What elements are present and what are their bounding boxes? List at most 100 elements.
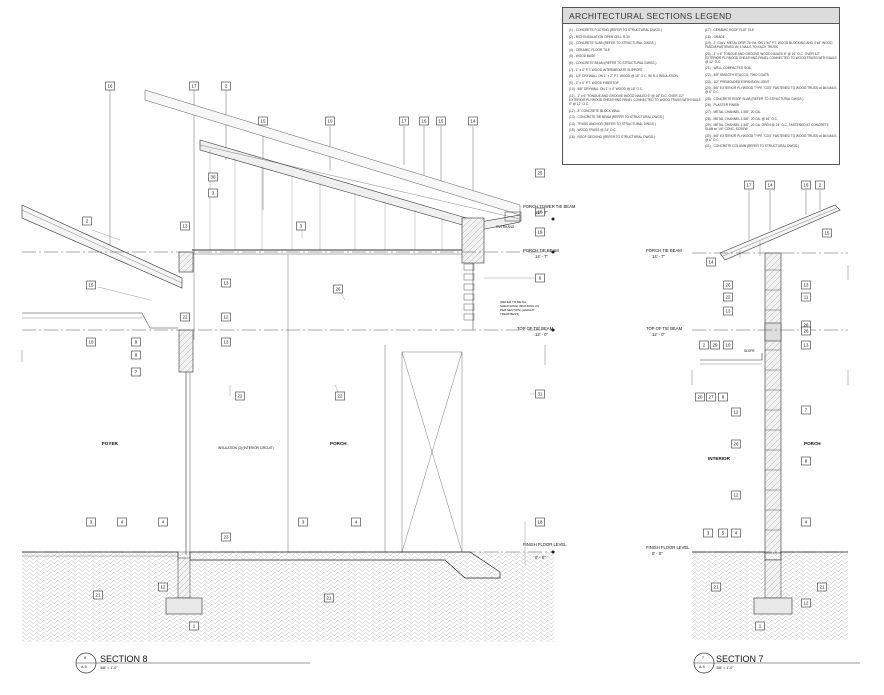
keynote-number: 15 bbox=[89, 283, 94, 288]
section-8-keynote-tag: 6 bbox=[535, 273, 545, 283]
keynote-number: 23 bbox=[224, 535, 229, 540]
level-label-porch-tower: PORCH TOWER TIE BEAM bbox=[523, 204, 576, 209]
level-label-top-of-tie-beam: TOP OF TIE BEAM bbox=[517, 326, 554, 331]
legend-item: (6) - CONCRETE BEAM (REFER TO STRUCTURAL… bbox=[569, 60, 657, 65]
section-7-keynote-tag: 26 bbox=[723, 280, 733, 290]
room-label-interior: INTERIOR bbox=[708, 456, 730, 461]
keynote-number: 14 bbox=[471, 119, 476, 124]
keynote-number: 13 bbox=[726, 309, 731, 314]
keynote-number: 17 bbox=[402, 119, 407, 124]
legend-item: (1) - CONCRETE FOOTING (REFER TO STRUCTU… bbox=[569, 28, 662, 32]
keynote-number: 3 bbox=[300, 224, 303, 229]
overhang-note: OVERHANG bbox=[496, 225, 515, 229]
section-7-keynote-tag: 21 bbox=[711, 582, 721, 592]
section-7-drawing bbox=[691, 190, 849, 640]
section-8-column-reinforcement bbox=[463, 263, 475, 321]
section-8-keynote-tag: 4 bbox=[351, 517, 361, 527]
section-8-number: 8 bbox=[84, 656, 86, 660]
keynote-number: 22 bbox=[238, 394, 243, 399]
section-7-keynote-tag: 4 bbox=[731, 528, 741, 538]
section-8-keynote-tag: 16 bbox=[105, 81, 115, 91]
section-8-keynote-tag: 14 bbox=[468, 116, 478, 126]
section-7-keynote-tag: 29 bbox=[710, 340, 720, 350]
legend-column-1: (1) - CONCRETE FOOTING (REFER TO STRUCTU… bbox=[569, 28, 701, 142]
section-8-porch-tower-beam bbox=[461, 217, 485, 264]
room-label-foyer: FOYER bbox=[102, 441, 118, 446]
section-8-tie-beam-lower bbox=[178, 329, 194, 373]
keynote-number: 14 bbox=[768, 183, 773, 188]
keynote-number: 21 bbox=[714, 585, 719, 590]
section-8-scale: 3/8" = 1'-0" bbox=[100, 666, 118, 670]
legend-item: (14) - TRUSS ANCHOR (REFER TO STRUCTURAL… bbox=[569, 121, 656, 126]
section-8-keynote-tag: 15 bbox=[86, 280, 96, 290]
section-8-keynote-tag: 13 bbox=[221, 278, 231, 288]
section-8-keynote-tag: 30 bbox=[208, 172, 218, 182]
keynote-number: 5 bbox=[722, 531, 725, 536]
legend-item: (19) - 2" GALV. METAL DRIP, 26 GA. ON 1"… bbox=[705, 41, 833, 50]
section-7-keynote-tag: 4 bbox=[801, 517, 811, 527]
keynote-number: 3 bbox=[212, 191, 215, 196]
section-7-keynote-tag: 26 bbox=[731, 439, 741, 449]
section-7-keynote-tag: 2 bbox=[815, 180, 825, 190]
section-7-keynote-tag: 17 bbox=[744, 180, 754, 190]
keynote-number: 8 bbox=[722, 395, 725, 400]
s7-level-label-top-of-tie-beam: TOP OF TIE BEAM bbox=[646, 326, 683, 331]
section-7-gridlines bbox=[748, 190, 821, 240]
section-8-title: SECTION 8 bbox=[100, 654, 148, 664]
level-label-finish-floor: FINISH FLOOR LEVEL bbox=[523, 542, 567, 547]
keynote-number: 2 bbox=[225, 84, 228, 89]
keynote-number: 12 bbox=[804, 601, 809, 606]
keynote-number: 13 bbox=[224, 281, 229, 286]
legend-item: (16) - ROOF DECKING (REFER TO STRUCTURAL… bbox=[569, 134, 656, 139]
level-elev-porch-tie-beam: 14' - 7" bbox=[535, 254, 548, 259]
section-8-keynote-tag: 21 bbox=[93, 590, 103, 600]
keynote-number: 14 bbox=[709, 260, 714, 265]
section-7-keynote-tag: 13 bbox=[801, 340, 811, 350]
section-8-soffit bbox=[22, 312, 178, 329]
keynote-number: 18 bbox=[538, 520, 543, 525]
legend-item: (24) - 5/8" EXTERIOR PLYWOOD TYPE "CDX" … bbox=[705, 86, 837, 95]
legend-item: (9) - 1" x 4" P.T. WOOD FIRESTOP bbox=[569, 80, 619, 85]
section-7-keynote-tag: 22 bbox=[723, 292, 733, 302]
section-8-keynote-tag: 17 bbox=[189, 81, 199, 91]
section-8-keynote-tag: 25 bbox=[535, 168, 545, 178]
keynote-number: 18 bbox=[538, 210, 543, 215]
legend-item: (21) - WELL COMPACTED SOIL bbox=[705, 66, 752, 71]
room-label-porch-right: PORCH bbox=[804, 441, 821, 446]
keynote-number: 22 bbox=[726, 295, 731, 300]
keynote-number: 4 bbox=[355, 520, 358, 525]
section-7-keynote-tag: 5 bbox=[718, 528, 728, 538]
section-7-keynote-tag: 12 bbox=[731, 490, 741, 500]
keynote-number: 8 bbox=[805, 459, 808, 464]
keynote-number: 6 bbox=[539, 276, 542, 281]
section-7-wall-courses bbox=[765, 269, 781, 531]
section-7-keynote-tag: 11 bbox=[801, 292, 811, 302]
section-8-tie-beam-upper bbox=[178, 251, 194, 273]
section-7-keynote-tag: 20 bbox=[695, 392, 705, 402]
legend-item: (7) - 1" x 4" P.T. WOOD INTERMEDIATE SUP… bbox=[569, 67, 643, 72]
section-8-gridlines bbox=[109, 90, 474, 340]
keynote-number: 16 bbox=[422, 119, 427, 124]
legend-item: (2) - RICH INSULATION OPEN CELL R-30 bbox=[569, 34, 630, 39]
section-8-sheet: A-9 bbox=[81, 665, 87, 669]
section-8-keynote-tag: 19 bbox=[535, 227, 545, 237]
soffit-note: (REFER TO METAL SHEATHING) (BUILDING AS … bbox=[500, 300, 539, 316]
keynote-number: 17 bbox=[192, 84, 197, 89]
section-7-keynote-tag: 15 bbox=[822, 228, 832, 238]
keynote-number: 21 bbox=[327, 596, 332, 601]
section-8-keynote-tag: 21 bbox=[324, 593, 334, 603]
section-8-keynote-tag: 9 bbox=[131, 337, 141, 347]
section-8-soil bbox=[22, 552, 554, 642]
legend-item: (29) - METAL CHANNEL 1-5/8", 20 GA. OPEN… bbox=[705, 123, 829, 132]
level-elev-finish-floor: 0' - 0" bbox=[535, 555, 546, 560]
keynote-number: 19 bbox=[538, 230, 543, 235]
section-7-keynote-tag: 7 bbox=[801, 405, 811, 415]
legend-column-2: (17) - CERAMIC ROOF FLAT TILE(18) - GRAD… bbox=[705, 28, 837, 151]
section-8-porch-opening bbox=[401, 351, 463, 553]
keynote-number: 4 bbox=[162, 520, 165, 525]
legend-item: (25) - CONCRETE ROOF SLAB (REFER TO STRU… bbox=[705, 96, 804, 101]
section-7-keynote-tag: 2 bbox=[699, 340, 709, 350]
section-8-keynote-tag: 17 bbox=[399, 116, 409, 126]
legend-item: (5) - WOOD BASE bbox=[569, 54, 596, 59]
section-8-keynote-tag: 2 bbox=[82, 216, 92, 226]
